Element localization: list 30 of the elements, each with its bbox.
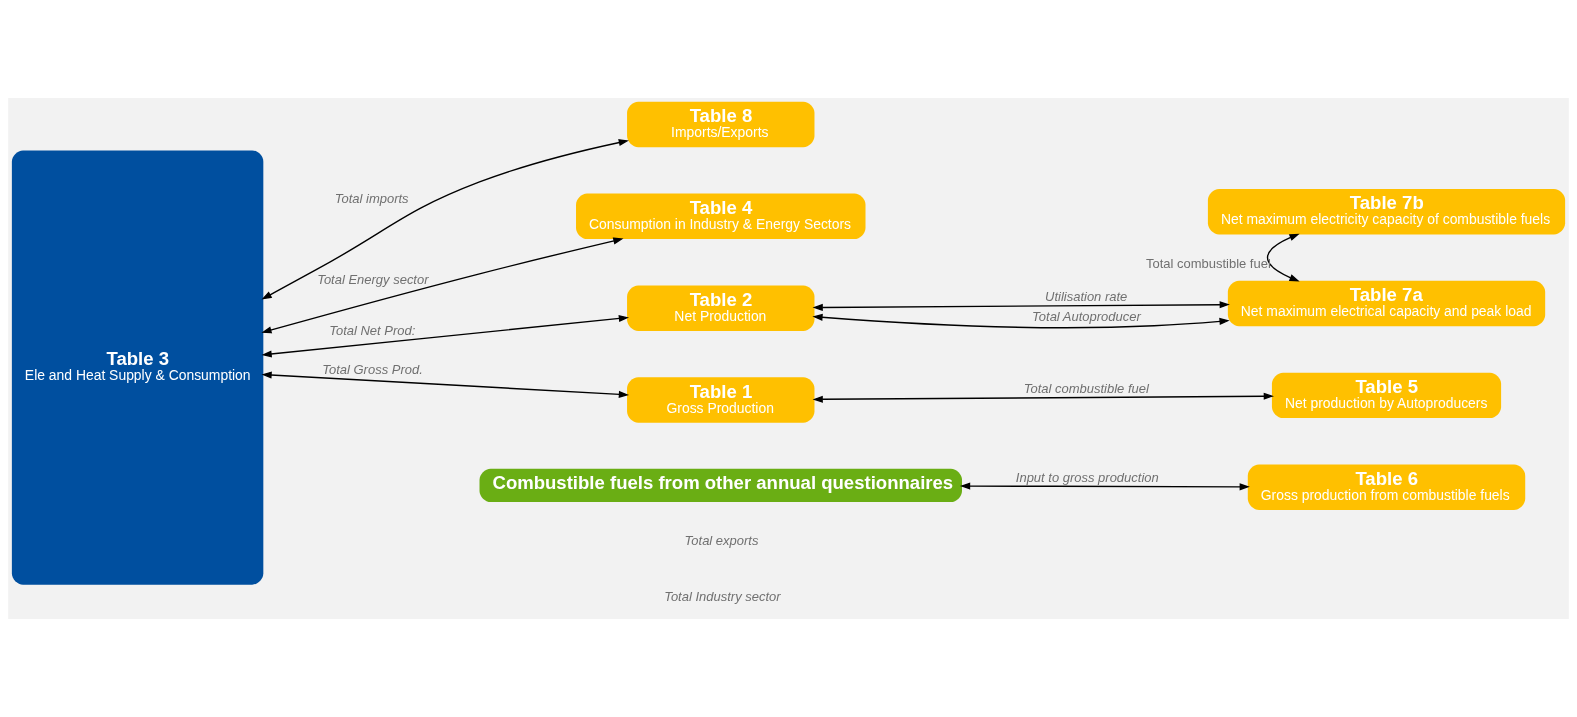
arrow	[959, 482, 1250, 491]
node-box: Table 5 Net production by Autoproducers	[1271, 372, 1502, 419]
node-box: Table 7a Net maximum electrical capacity and peak load	[1227, 280, 1546, 327]
arrow	[261, 139, 629, 300]
node-box: Table 2 Net Production	[627, 285, 815, 331]
arrow	[812, 313, 1230, 329]
edge-label: Total Gross Prod.	[322, 362, 423, 378]
edge-label: Total combustible fuel	[1145, 255, 1271, 271]
arrow	[812, 301, 1230, 312]
edge-label: Total imports	[334, 190, 409, 206]
node-box: Table 1 Gross Production	[627, 377, 815, 423]
edge-label: Total Autoproducer	[1032, 309, 1141, 325]
edge-label: Total combustible fuel	[1023, 380, 1149, 396]
edge-label: Utilisation rate	[1045, 288, 1128, 304]
arrow	[261, 371, 629, 398]
arrow	[261, 314, 629, 358]
edge-label: Input to gross production	[1015, 469, 1159, 485]
node-box: Table 8 Imports/Exports	[627, 101, 815, 148]
node-box: Table 3 Ele and Heat Supply & Consumption	[11, 150, 264, 585]
node-box: Table 6 Gross production from combustible fuels	[1247, 464, 1526, 510]
edge-label: Total Energy sector	[317, 272, 429, 288]
arrow	[261, 237, 624, 334]
node-box: Table 4 Consumption in Industry & Energy Sectors	[576, 193, 866, 240]
label: Total Industry sector	[664, 589, 781, 605]
node-box: Combustible fuels from other annual questionnaires	[479, 468, 962, 503]
label: Total exports	[684, 532, 759, 548]
arrow	[1266, 233, 1300, 282]
arrow	[812, 392, 1274, 403]
node-box: Table 7b Net maximum electricity capacity of combustible fuels	[1207, 188, 1566, 235]
edge-label: Total Net Prod:	[329, 323, 416, 339]
